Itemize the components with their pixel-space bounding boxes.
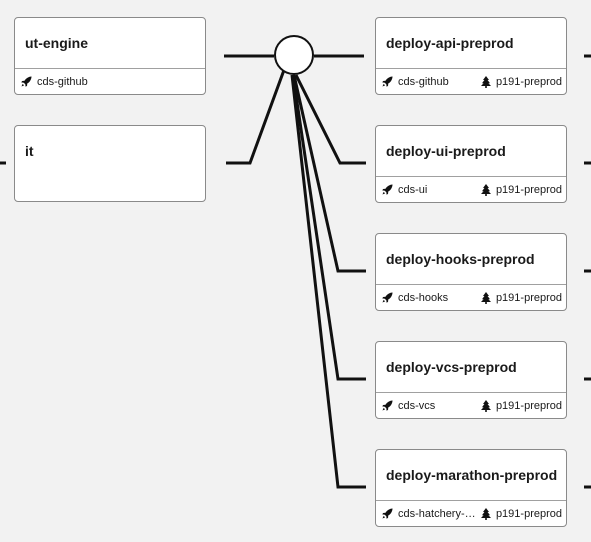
node-environment: p191-preprod (480, 183, 562, 196)
pipeline-node-deploy-marathon-preprod[interactable]: deploy-marathon-preprod cds-hatchery-mar… (375, 449, 567, 527)
rocket-icon (382, 508, 393, 519)
node-application: cds-ui (382, 184, 427, 196)
pipeline-node-deploy-api-preprod[interactable]: deploy-api-preprod cds-github p191-prepr… (375, 17, 567, 95)
node-footer: cds-ui p191-preprod (376, 176, 566, 202)
node-title: deploy-api-preprod (386, 35, 514, 51)
tree-icon (480, 75, 491, 88)
environment-name: p191-preprod (495, 183, 562, 196)
node-environment: p191-preprod (480, 291, 562, 304)
node-application: cds-vcs (382, 400, 435, 412)
node-footer: cds-github p191-preprod (376, 68, 566, 94)
tree-icon (480, 183, 491, 196)
node-title: it (25, 143, 34, 159)
rocket-icon (382, 400, 393, 411)
tree-icon (480, 399, 491, 412)
node-footer: cds-hooks p191-preprod (376, 284, 566, 310)
node-title: deploy-ui-preprod (386, 143, 506, 159)
pipeline-node-deploy-vcs-preprod[interactable]: deploy-vcs-preprod cds-vcs p191-preprod (375, 341, 567, 419)
edge-it-join (226, 69, 286, 165)
pipeline-node-deploy-ui-preprod[interactable]: deploy-ui-preprod cds-ui p191-preprod (375, 125, 567, 203)
node-footer: cds-github (15, 68, 205, 94)
node-title: deploy-marathon-preprod (386, 467, 558, 483)
application-name: cds-hooks (398, 291, 449, 304)
tree-icon (480, 291, 491, 304)
environment-name: p191-preprod (495, 507, 562, 520)
application-name: cds-ui (398, 183, 428, 196)
environment-name: p191-preprod (495, 291, 562, 304)
node-application: cds-hatchery-marathon (382, 508, 478, 520)
edge-join-deploy-marathon (290, 74, 366, 489)
node-footer: cds-vcs p191-preprod (376, 392, 566, 418)
node-application: cds-github (21, 76, 88, 88)
node-footer: cds-hatchery-marathon p191-preprod (376, 500, 566, 526)
environment-name: p191-preprod (495, 75, 562, 88)
node-title: deploy-hooks-preprod (386, 251, 535, 267)
node-environment: p191-preprod (480, 507, 562, 520)
pipeline-node-ut-engine[interactable]: ut-engine cds-github (14, 17, 206, 95)
pipeline-node-deploy-hooks-preprod[interactable]: deploy-hooks-preprod cds-hooks p191-prep… (375, 233, 567, 311)
edge-join-deploy-vcs (291, 74, 366, 381)
application-name: cds-github (398, 75, 449, 88)
pipeline-node-it[interactable]: it (14, 125, 206, 202)
node-title: deploy-vcs-preprod (386, 359, 517, 375)
rocket-icon (382, 76, 393, 87)
tree-icon (480, 507, 491, 520)
application-name: cds-vcs (398, 399, 436, 412)
node-application: cds-github (382, 76, 449, 88)
edge-join-deploy-ui (294, 74, 366, 165)
rocket-icon (21, 76, 32, 87)
rocket-icon (382, 184, 393, 195)
edge-join-deploy-hooks (292, 74, 366, 273)
node-application: cds-hooks (382, 292, 448, 304)
join-node[interactable] (274, 35, 314, 75)
application-name: cds-github (37, 75, 88, 88)
node-environment: p191-preprod (480, 75, 562, 88)
node-environment: p191-preprod (480, 399, 562, 412)
environment-name: p191-preprod (495, 399, 562, 412)
application-name: cds-hatchery-marathon (398, 507, 478, 520)
node-title: ut-engine (25, 35, 88, 51)
rocket-icon (382, 292, 393, 303)
